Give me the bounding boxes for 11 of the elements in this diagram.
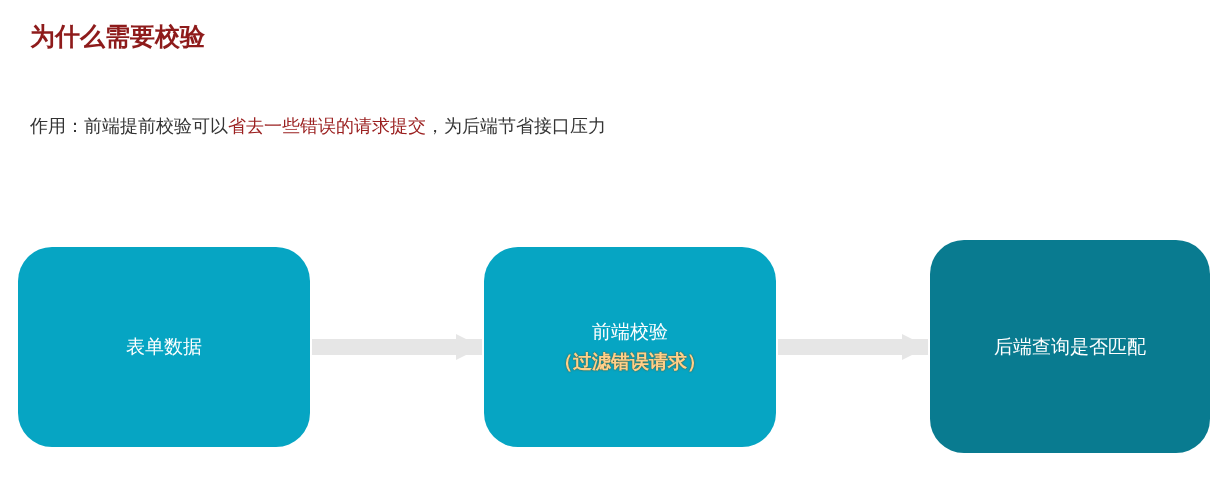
arrow — [778, 334, 928, 360]
process-box — [18, 247, 310, 447]
box-subtext: （过滤错误请求） — [554, 349, 706, 374]
description-text: 作用：前端提前校验可以省去一些错误的请求提交，为后端节省接口压力 — [30, 114, 606, 138]
heading: 为什么需要校验 — [30, 21, 205, 53]
box-text: 前端校验 — [592, 319, 668, 344]
box-text: 后端查询是否匹配 — [994, 333, 1146, 359]
process-box — [930, 240, 1210, 453]
box-text: 表单数据 — [126, 334, 202, 359]
process-box — [484, 247, 776, 447]
arrow — [312, 334, 482, 360]
